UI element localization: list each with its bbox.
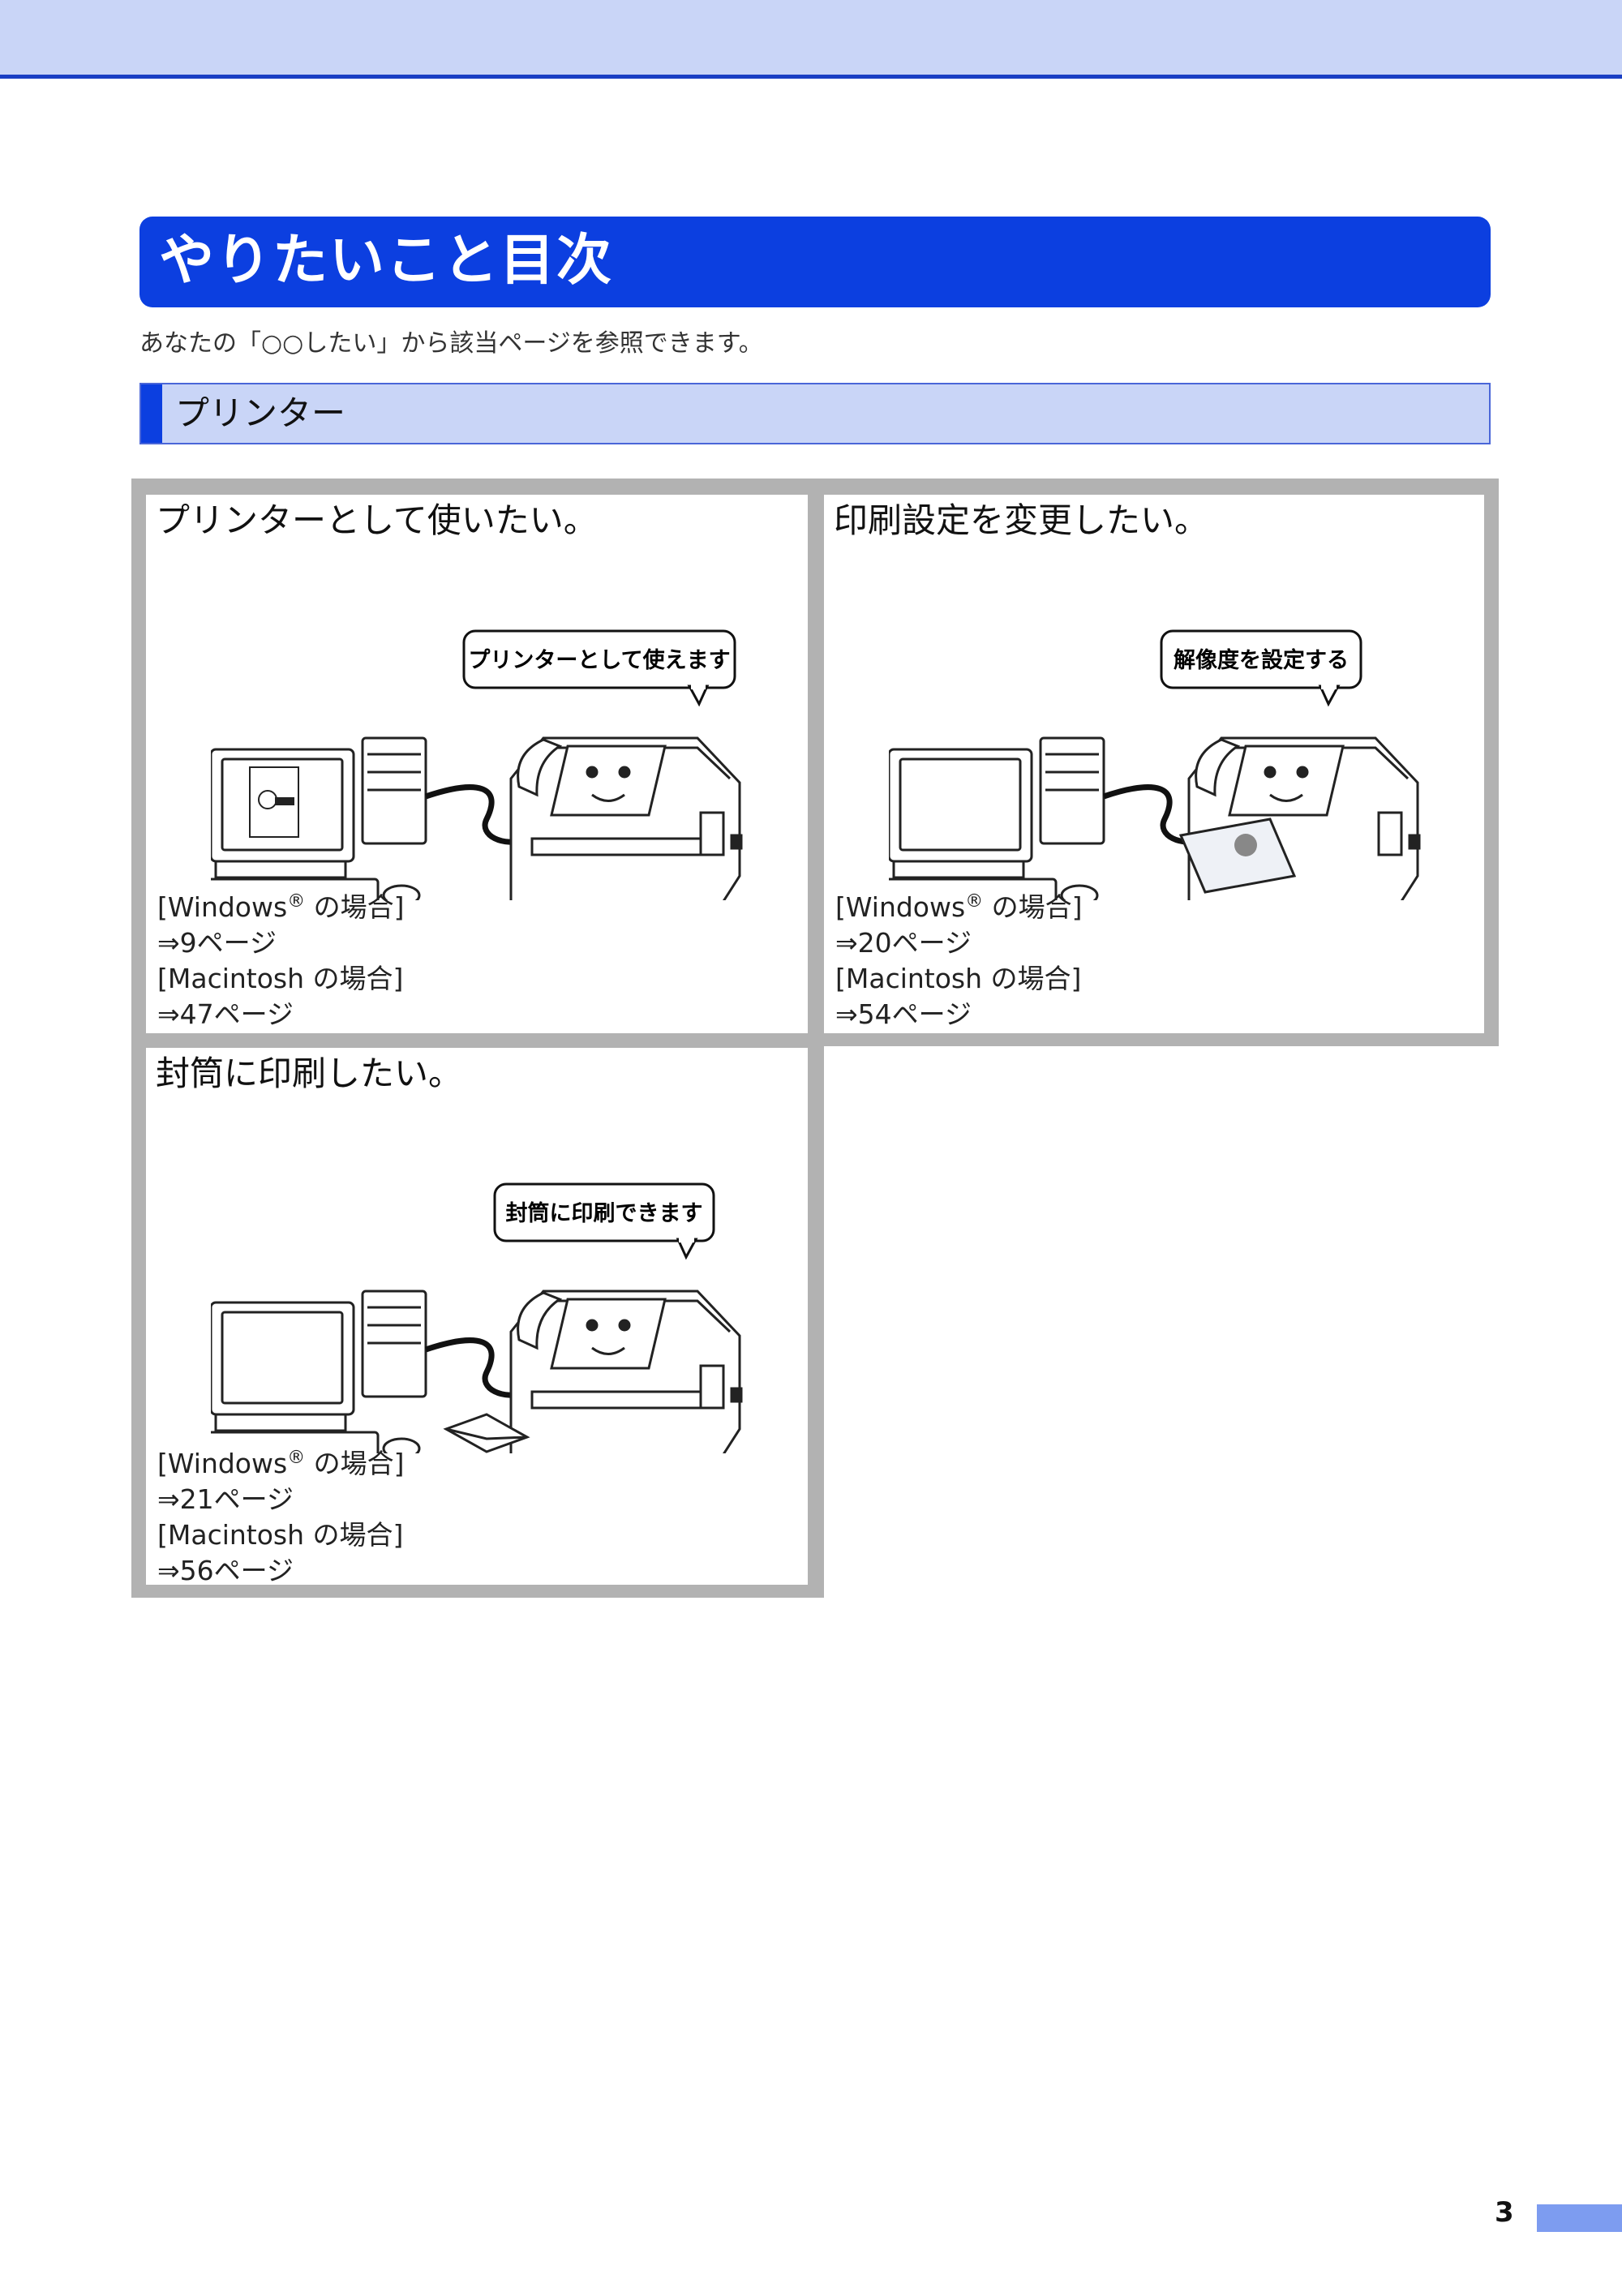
printed-page-icon <box>1178 818 1297 894</box>
bubble-text: 解像度を設定する <box>1174 647 1349 673</box>
page-tab <box>1537 2204 1622 2232</box>
cell-change-print-settings: 印刷設定を変更したい。 解像度を設定する <box>824 495 1484 1033</box>
cell-print-envelope: 封筒に印刷したい。 封筒に印刷できます <box>146 1048 808 1586</box>
bubble-text: 封筒に印刷できます <box>506 1200 703 1226</box>
section-title: プリンター <box>175 393 346 433</box>
macintosh-label: [Macintosh の場合] <box>157 963 404 994</box>
printer-illustration: 解像度を設定する <box>889 629 1421 900</box>
usb-cable <box>1102 784 1207 845</box>
macintosh-page-link[interactable]: ⇒56ページ <box>157 1555 294 1586</box>
macintosh-label: [Macintosh の場合] <box>157 1519 404 1551</box>
link-block: [Windows® の場合] ⇒21ページ [Macintosh の場合] ⇒5… <box>157 1440 405 1589</box>
page-number: 3 <box>1495 2196 1514 2229</box>
macintosh-page-link[interactable]: ⇒54ページ <box>835 998 972 1030</box>
printer-illustration: プリンターとして使えます <box>211 629 743 900</box>
fax-machine-icon <box>509 736 743 900</box>
windows-label: [Windows® の場合] <box>835 891 1083 923</box>
top-band <box>0 0 1622 79</box>
usb-cable <box>424 784 529 845</box>
usb-cable <box>424 1337 529 1398</box>
bubble-text: プリンターとして使えます <box>468 648 730 673</box>
link-block: [Windows® の場合] ⇒9ページ [Macintosh の場合] ⇒47… <box>157 884 405 1032</box>
cell-title: プリンターとして使いたい。 <box>156 500 598 540</box>
computer-icon <box>211 736 427 900</box>
windows-label: [Windows® の場合] <box>157 1448 405 1479</box>
macintosh-label: [Macintosh の場合] <box>835 963 1082 994</box>
computer-icon <box>211 1290 427 1453</box>
speech-bubble: プリンターとして使えます <box>462 629 736 707</box>
windows-page-link[interactable]: ⇒20ページ <box>835 927 972 959</box>
speech-bubble: 解像度を設定する <box>1160 629 1362 707</box>
link-block: [Windows® の場合] ⇒20ページ [Macintosh の場合] ⇒5… <box>835 884 1083 1032</box>
windows-page-link[interactable]: ⇒21ページ <box>157 1483 294 1515</box>
macintosh-page-link[interactable]: ⇒47ページ <box>157 998 294 1030</box>
speech-bubble: 封筒に印刷できます <box>493 1182 715 1260</box>
section-header: プリンター <box>139 383 1491 444</box>
cell-title: 印刷設定を変更したい。 <box>834 500 1209 540</box>
section-accent <box>141 384 162 443</box>
cell-title: 封筒に印刷したい。 <box>156 1054 463 1093</box>
windows-page-link[interactable]: ⇒9ページ <box>157 927 277 959</box>
windows-label: [Windows® の場合] <box>157 891 405 923</box>
computer-icon <box>889 736 1105 900</box>
printer-illustration: 封筒に印刷できます <box>211 1182 743 1453</box>
intro-text: あなたの「○○したい」から該当ページを参照できます。 <box>139 329 763 358</box>
doc-on-screen-icon <box>249 766 299 838</box>
page-title: やりたいこと目次 <box>159 229 614 293</box>
envelope-icon <box>443 1413 530 1453</box>
title-bar: やりたいこと目次 <box>139 217 1491 307</box>
fax-machine-icon <box>509 1290 743 1453</box>
cell-use-as-printer: プリンターとして使いたい。 プリンターとして使えます <box>146 495 808 1033</box>
